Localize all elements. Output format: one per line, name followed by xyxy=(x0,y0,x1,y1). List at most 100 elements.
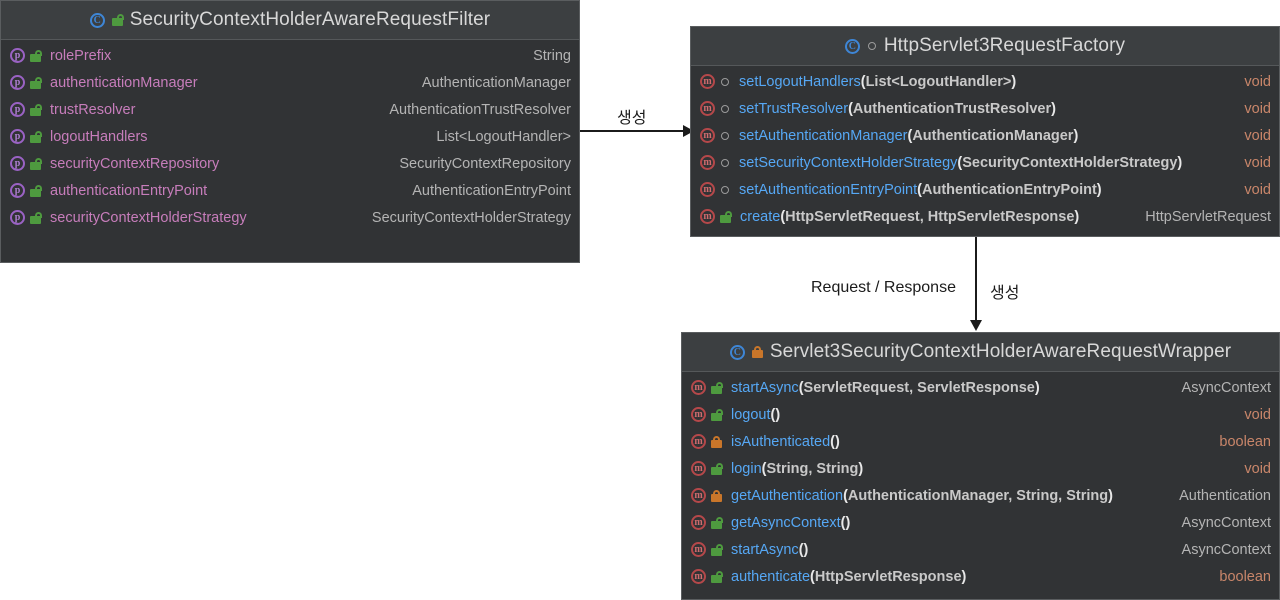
return-type: void xyxy=(1244,100,1271,117)
method-icon: m xyxy=(700,155,715,170)
connector-filter-to-factory-line xyxy=(580,130,688,132)
member-signature: authenticate(HttpServletResponse) xyxy=(731,569,1211,585)
method-row[interactable]: m logout() void xyxy=(682,401,1279,428)
return-type: void xyxy=(1244,406,1271,423)
member-signature: login(String, String) xyxy=(731,461,1236,477)
member-signature: setLogoutHandlers(List<LogoutHandler>) xyxy=(739,74,1236,90)
method-name: create xyxy=(740,208,781,225)
return-type: AsyncContext xyxy=(1181,379,1271,396)
field-type: SecurityContextRepository xyxy=(399,155,571,172)
field-row[interactable]: p securityContextHolderStrategy SecurityCo… xyxy=(1,204,579,231)
method-name: getAuthentication xyxy=(731,487,844,504)
member-icons: p xyxy=(10,48,42,63)
field-name: authenticationEntryPoint xyxy=(50,182,208,199)
method-parameters: (HttpServletResponse) xyxy=(810,568,967,585)
method-icon: m xyxy=(691,461,706,476)
member-signature: trustResolver xyxy=(50,102,381,118)
field-type: AuthenticationEntryPoint xyxy=(412,182,571,199)
member-icons: m xyxy=(691,461,723,476)
method-parameters: (AuthenticationEntryPoint) xyxy=(917,181,1102,198)
return-type: AsyncContext xyxy=(1181,514,1271,531)
return-type: void xyxy=(1244,181,1271,198)
member-signature: isAuthenticated() xyxy=(731,434,1211,450)
member-signature: authenticationEntryPoint xyxy=(50,183,404,199)
method-icon: m xyxy=(700,128,715,143)
field-type: AuthenticationTrustResolver xyxy=(389,101,571,118)
field-name: trustResolver xyxy=(50,101,136,118)
field-icon: p xyxy=(10,210,25,225)
member-signature: startAsync(ServletRequest, ServletRespon… xyxy=(731,380,1174,396)
field-name: securityContextHolderStrategy xyxy=(50,209,247,226)
member-list-wrapper: m startAsync(ServletRequest, ServletRespo… xyxy=(682,372,1279,592)
member-signature: setAuthenticationEntryPoint(Authenticati… xyxy=(739,182,1236,198)
field-type: SecurityContextHolderStrategy xyxy=(371,209,571,226)
method-row[interactable]: m setAuthenticationManager(Authentication… xyxy=(691,122,1279,149)
lock-open-icon xyxy=(711,462,723,475)
method-name: authenticate xyxy=(731,568,811,585)
method-name: logout xyxy=(731,406,771,423)
member-icons: m xyxy=(700,74,730,89)
method-icon: m xyxy=(691,434,706,449)
member-signature: setSecurityContextHolderStrategy(Securit… xyxy=(739,155,1236,171)
method-parameters: () xyxy=(798,541,809,558)
member-signature: logout() xyxy=(731,407,1236,423)
lock-closed-icon xyxy=(711,489,722,502)
method-icon: m xyxy=(700,182,715,197)
field-row[interactable]: p authenticationEntryPoint AuthenticationE… xyxy=(1,177,579,204)
field-icon: p xyxy=(10,129,25,144)
method-row[interactable]: m setAuthenticationEntryPoint(Authenticat… xyxy=(691,176,1279,203)
connector-factory-to-wrapper-line xyxy=(975,236,977,324)
method-icon: m xyxy=(691,515,706,530)
return-type: void xyxy=(1244,154,1271,171)
field-icon: p xyxy=(10,102,25,117)
class-header-filter: C SecurityContextHolderAwareRequestFilte… xyxy=(1,1,579,40)
member-icons: p xyxy=(10,156,42,171)
method-icon: m xyxy=(691,407,706,422)
class-box-factory[interactable]: C HttpServlet3RequestFactory m setLogoutH… xyxy=(690,26,1280,237)
member-icons: m xyxy=(691,542,723,557)
member-icons: p xyxy=(10,183,42,198)
field-row[interactable]: p trustResolver AuthenticationTrustResolve… xyxy=(1,96,579,123)
class-icon: C xyxy=(89,12,105,28)
method-parameters: () xyxy=(840,514,851,531)
method-row[interactable]: m startAsync(ServletRequest, ServletRespo… xyxy=(682,374,1279,401)
member-signature: startAsync() xyxy=(731,542,1174,558)
field-type: String xyxy=(533,47,571,64)
lock-open-icon xyxy=(30,211,42,224)
lock-open-icon xyxy=(30,184,42,197)
method-parameters: (HttpServletRequest, HttpServletResponse… xyxy=(780,208,1080,225)
method-icon: m xyxy=(691,380,706,395)
member-signature: setAuthenticationManager(AuthenticationM… xyxy=(739,128,1236,144)
method-icon: m xyxy=(691,542,706,557)
member-icons: p xyxy=(10,210,42,225)
class-header-wrapper: C Servlet3SecurityContextHolderAwareRequ… xyxy=(682,333,1279,372)
return-type: void xyxy=(1244,127,1271,144)
class-icon: C xyxy=(729,344,745,360)
method-name: startAsync xyxy=(731,379,799,396)
class-box-wrapper[interactable]: C Servlet3SecurityContextHolderAwareRequ… xyxy=(681,332,1280,600)
member-icons: p xyxy=(10,129,42,144)
method-name: setSecurityContextHolderStrategy xyxy=(739,154,958,171)
field-name: logoutHandlers xyxy=(50,128,148,145)
class-box-filter[interactable]: C SecurityContextHolderAwareRequestFilte… xyxy=(0,0,580,263)
method-name: setLogoutHandlers xyxy=(739,73,861,90)
method-row[interactable]: m setSecurityContextHolderStrategy(Securi… xyxy=(691,149,1279,176)
class-title: Servlet3SecurityContextHolderAwareReques… xyxy=(769,341,1232,362)
lock-open-icon xyxy=(711,516,723,529)
class-header-factory: C HttpServlet3RequestFactory xyxy=(691,27,1279,66)
method-parameters: () xyxy=(770,406,781,423)
